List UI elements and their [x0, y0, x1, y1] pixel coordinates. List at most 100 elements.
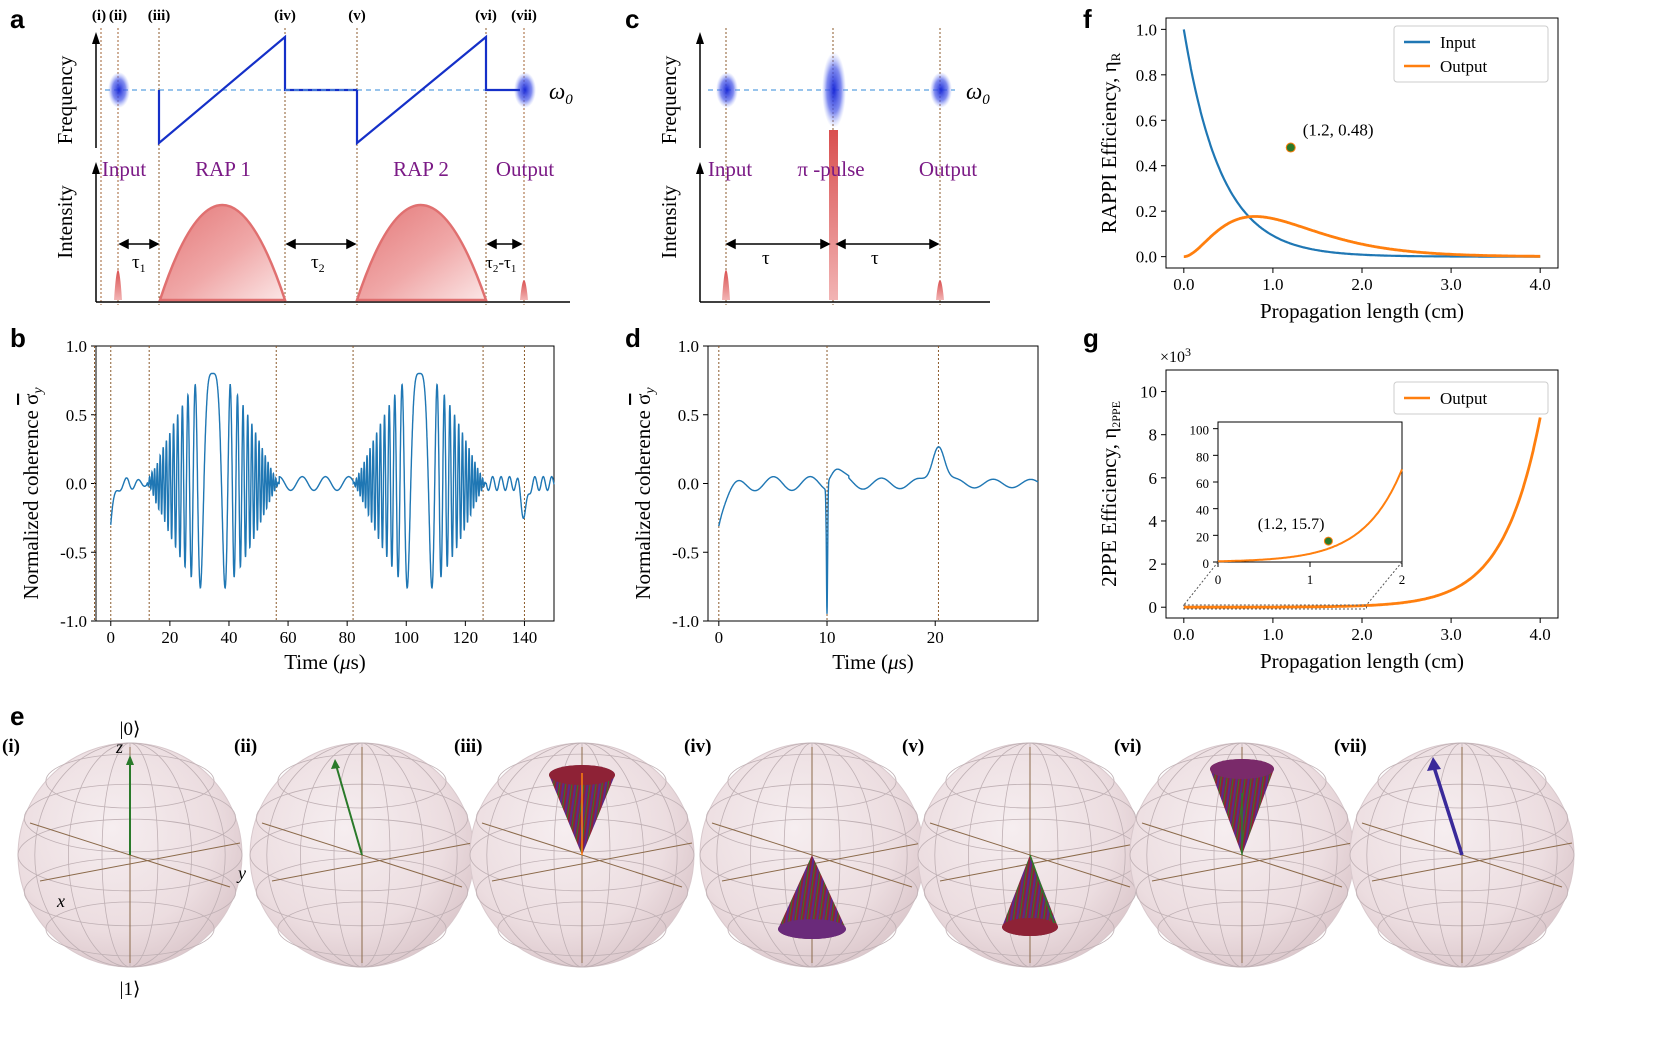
- x-tick-label: 20: [161, 628, 178, 647]
- legend-label: Output: [1440, 389, 1488, 408]
- panel-label-d: d: [625, 323, 641, 353]
- bloch-stage-label: (iii): [454, 736, 483, 757]
- bloch-sphere: (vi): [1114, 736, 1355, 968]
- y-multiplier: ×103: [1160, 345, 1191, 366]
- x-tick-label: 100: [394, 628, 420, 647]
- x-tick-label: 0.0: [1173, 625, 1194, 644]
- x-axis-label: Propagation length (cm): [1260, 299, 1464, 323]
- output-freq-blob-c: [930, 72, 952, 108]
- x-tick-label: 2.0: [1351, 275, 1372, 294]
- x-tick-label: 1: [1307, 572, 1314, 587]
- cone-base: [778, 919, 846, 939]
- input-freq-blob-c: [716, 72, 738, 108]
- y-tick-label: 0.0: [1136, 248, 1157, 267]
- series-line-output: [1183, 215, 1541, 258]
- panel-c-schematic: Frequency ω0 Intensity Input π -pulse Ou…: [657, 28, 990, 305]
- y-tick-label: 1.0: [66, 337, 87, 356]
- vector-arrowhead-icon: [331, 759, 340, 769]
- output-label-c: Output: [919, 157, 978, 181]
- state-vector: [335, 764, 363, 856]
- legend-label: Output: [1440, 57, 1488, 76]
- cone-base: [1002, 918, 1058, 936]
- input-label-c: Input: [708, 157, 752, 181]
- vector-arrowhead-icon: [1427, 757, 1441, 771]
- inset-annotation-label: (1.2, 15.7): [1258, 516, 1325, 533]
- panel-label-c: c: [625, 4, 639, 34]
- x-axis-label: Propagation length (cm): [1260, 649, 1464, 673]
- y-tick-label: 0.2: [1136, 202, 1157, 221]
- output-label: Output: [496, 157, 555, 181]
- bloch-sphere: (iv): [684, 736, 925, 968]
- y-tick-label: 0.6: [1136, 111, 1157, 130]
- y-tick-label: 0.0: [678, 475, 699, 494]
- tau1-label: τ1: [132, 252, 146, 275]
- bloch-stage-label: (ii): [234, 736, 257, 757]
- pi-pulse: [829, 130, 838, 300]
- output-freq-blob: [514, 72, 536, 108]
- annotation-point: [1285, 142, 1296, 153]
- input-pulse-c: [722, 270, 730, 300]
- x-tick-label: 1.0: [1262, 625, 1283, 644]
- cone-cap: [1210, 759, 1274, 779]
- zoom-connector: [1366, 561, 1403, 606]
- series-line: [718, 446, 1039, 614]
- x-tick-label: 10: [819, 628, 836, 647]
- y-tick-label: -1.0: [672, 612, 699, 631]
- y-tick-label: 20: [1196, 529, 1209, 544]
- y-tick-label: 80: [1196, 449, 1209, 464]
- zoom-connector: [1183, 561, 1219, 606]
- y-axis-line: [491, 842, 693, 882]
- x-axis-label: Time (μs): [284, 650, 366, 674]
- tau2-label: τ2: [311, 252, 325, 275]
- y-tick-label: 0.5: [678, 406, 699, 425]
- y-tick-label: -0.5: [60, 543, 87, 562]
- y-axis-line: [721, 842, 923, 882]
- ket1-label: |1⟩: [120, 979, 141, 1000]
- bloch-stage-label: (i): [2, 736, 20, 757]
- precession-cone: [1002, 855, 1058, 936]
- y-tick-label: 8: [1149, 426, 1158, 445]
- legend-box: [1393, 25, 1549, 83]
- y-tick-label: 60: [1196, 476, 1209, 491]
- tau-arrows: [118, 238, 523, 250]
- rap2-sweep: [355, 34, 520, 146]
- bloch-stage-label: (vi): [1114, 736, 1141, 757]
- input-freq-blob: [108, 72, 130, 108]
- rap2-pulse: [355, 203, 488, 302]
- x-tick-label: 2.0: [1351, 625, 1372, 644]
- bloch-stage-label: (vii): [1334, 736, 1367, 757]
- inset-series-line: [1217, 468, 1403, 563]
- x-tick-label: 3.0: [1440, 625, 1461, 644]
- input-label: Input: [102, 157, 146, 181]
- y-axis-line: [1371, 842, 1573, 882]
- intensity-axis-label-c: Intensity: [657, 185, 681, 259]
- x-tick-label: 4.0: [1530, 275, 1551, 294]
- y-axis-label: Normalized coherence σy: [19, 387, 46, 600]
- rap1-sweep: [157, 34, 357, 146]
- y-axis-label: 2PPE Efficiency, η2PPE: [1097, 401, 1123, 587]
- x-tick-label: 3.0: [1440, 275, 1461, 294]
- zoom-region: [1183, 604, 1367, 610]
- y-tick-label: 0: [1203, 556, 1210, 571]
- x-tick-label: 0: [107, 628, 116, 647]
- y-tick-label: -0.5: [672, 543, 699, 562]
- x-tick-label: 120: [453, 628, 479, 647]
- x-tick-label: 0.0: [1173, 275, 1194, 294]
- state-vector: [1029, 854, 1055, 924]
- x-tick-label: 2: [1399, 572, 1406, 587]
- state-vector: [1432, 766, 1464, 856]
- bloch-sphere: (i)zxy|0⟩|1⟩: [2, 719, 246, 1000]
- y-tick-label: 2: [1149, 555, 1158, 574]
- y-tick-label: 0: [1149, 598, 1158, 617]
- x-tick-label: 140: [512, 628, 538, 647]
- panel-label-g: g: [1083, 323, 1099, 353]
- plot-frame: [1217, 421, 1403, 563]
- intensity-axis-arrow-icon: [92, 162, 100, 174]
- freq-axis-c-arrow-icon: [696, 32, 704, 44]
- x-tick-label: 1.0: [1262, 275, 1283, 294]
- x-tick-label: 0: [715, 628, 724, 647]
